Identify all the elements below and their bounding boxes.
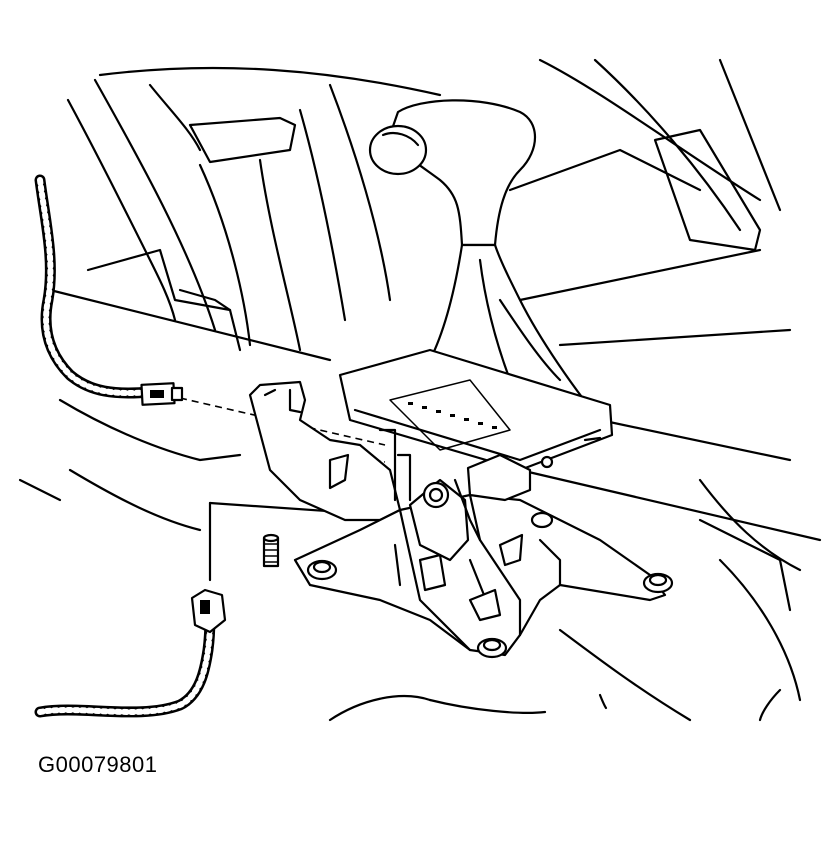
- wiring-harness-upper: [34, 174, 184, 406]
- loose-bolt-stud: [262, 533, 280, 568]
- shifter-base-bracket: [248, 380, 667, 657]
- bolt-rear-right: [642, 572, 674, 594]
- wiring-harness-lower: [34, 588, 227, 718]
- bolt-front-left: [306, 559, 338, 581]
- connector-lower: [190, 588, 227, 634]
- bolt-rear-left: [530, 511, 554, 529]
- shift-indicator-bezel: [338, 348, 614, 472]
- mounting-bolts: [262, 511, 674, 659]
- floor-panel-linework: [18, 58, 822, 722]
- figure-code: G00079801: [38, 752, 158, 777]
- bolt-front-right: [476, 637, 508, 659]
- shift-lever-knob: [368, 99, 536, 250]
- gear-position-marks: [408, 402, 497, 429]
- connector-upper: [140, 382, 184, 406]
- shift-boot: [428, 243, 602, 422]
